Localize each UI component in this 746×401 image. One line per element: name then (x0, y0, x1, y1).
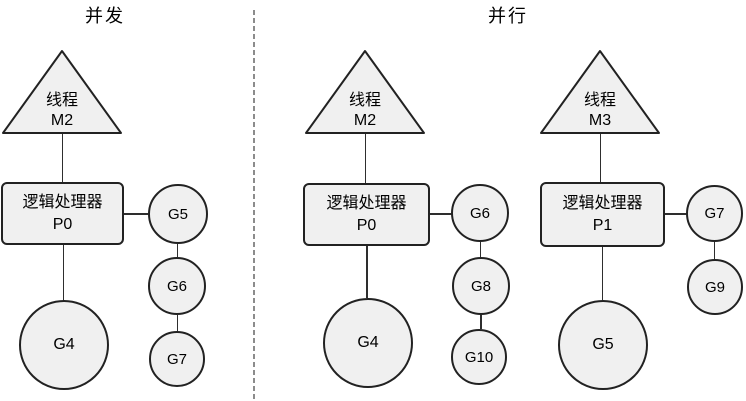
goroutine-queue-circle: G9 (687, 259, 743, 315)
goroutine-running-circle: G5 (558, 300, 648, 390)
section-divider-dashed-line (253, 10, 255, 400)
thread-id-label: M3 (588, 112, 612, 129)
triangle-shape (305, 50, 425, 134)
goroutine-label: G4 (53, 336, 75, 353)
triangle-shape (540, 50, 660, 134)
goroutine-label: G5 (167, 205, 188, 223)
thread-triangle-m2-right: 线程 M2 (303, 48, 427, 136)
connector-processor-to-running (601, 247, 603, 300)
connector-queue-2-3 (176, 315, 178, 331)
goroutine-queue-circle: G6 (451, 184, 509, 242)
goroutine-queue-circle: G7 (149, 331, 205, 387)
connector-queue-2-3 (480, 315, 482, 329)
section-title-concurrency: 并发 (85, 6, 125, 26)
goroutine-label: G6 (469, 204, 490, 222)
connector-queue-1-2 (479, 242, 481, 257)
section-title-parallelism: 并行 (488, 6, 528, 26)
logical-processor-box-p0-left: 逻辑处理器 P0 (1, 182, 124, 245)
processor-id-label: P0 (356, 216, 377, 234)
thread-label: 线程 M2 (0, 86, 124, 136)
goroutine-label: G8 (470, 277, 491, 295)
thread-type-label: 线程 (45, 92, 78, 109)
connector-processor-to-queue (430, 213, 452, 215)
goroutine-label: G9 (704, 278, 725, 296)
logical-processor-box-p0-right: 逻辑处理器 P0 (303, 183, 430, 246)
logical-processor-box-p1: 逻辑处理器 P1 (540, 182, 665, 247)
connector-processor-to-queue (665, 213, 687, 215)
triangle-shape (2, 50, 122, 134)
goroutine-label: G7 (704, 205, 725, 222)
goroutine-running-circle: G4 (19, 300, 109, 390)
connector-thread-to-processor (599, 134, 601, 182)
goroutine-queue-circle: G10 (451, 329, 507, 385)
connector-processor-to-running (62, 245, 64, 301)
processor-type-label: 逻辑处理器 (22, 193, 103, 211)
goroutine-queue-circle: G7 (686, 185, 743, 242)
thread-triangle-m2-left: 线程 M2 (0, 48, 124, 136)
processor-type-label: 逻辑处理器 (326, 194, 407, 212)
goroutine-queue-circle: G5 (148, 184, 208, 244)
thread-label: 线程 M3 (538, 86, 662, 136)
goroutine-label: G6 (166, 277, 187, 295)
thread-id-label: M2 (50, 112, 74, 129)
processor-id-label: P1 (592, 216, 613, 234)
connector-queue-1-2 (176, 244, 178, 257)
goroutine-label: G7 (166, 350, 187, 368)
goroutine-running-circle: G4 (323, 298, 413, 388)
connector-queue-1-2 (713, 242, 715, 259)
thread-id-label: M2 (353, 112, 377, 129)
goroutine-queue-circle: G6 (148, 257, 206, 315)
connector-thread-to-processor (364, 134, 366, 183)
goroutine-label: G4 (357, 334, 379, 351)
thread-label: 线程 M2 (303, 86, 427, 136)
processor-id-label: P0 (52, 215, 73, 233)
connector-processor-to-running (366, 246, 368, 298)
connector-thread-to-processor (61, 134, 63, 182)
thread-type-label: 线程 (583, 92, 616, 109)
goroutine-label: G5 (592, 336, 614, 353)
goroutine-queue-circle: G8 (452, 257, 510, 315)
goroutine-label: G10 (464, 348, 494, 366)
processor-type-label: 逻辑处理器 (562, 194, 643, 212)
thread-type-label: 线程 (348, 92, 381, 109)
thread-triangle-m3: 线程 M3 (538, 48, 662, 136)
connector-processor-to-queue (124, 213, 148, 215)
